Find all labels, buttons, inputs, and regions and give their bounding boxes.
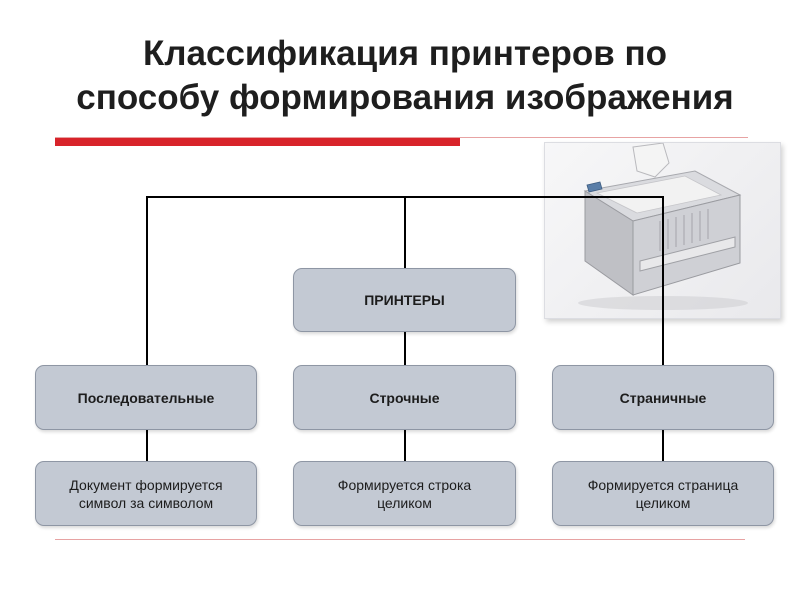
description-line-line-1: Формируется строка — [337, 476, 472, 493]
description-sequential-line-2: символ за символом — [78, 494, 214, 511]
category-sequential: Последовательные — [35, 365, 257, 430]
description-page: Формируется страница целиком — [552, 461, 774, 526]
category-line-label: Строчные — [369, 389, 440, 406]
description-sequential: Документ формируется символ за символом — [35, 461, 257, 526]
title-line-2: способу формирования изображения — [76, 78, 734, 117]
description-sequential-line-1: Документ формируется — [69, 476, 223, 493]
category-page: Страничные — [552, 365, 774, 430]
title-divider-accent — [55, 138, 460, 146]
slide-title: Классификация принтеров по способу форми… — [20, 32, 790, 120]
title-line-1: Классификация принтеров по — [142, 34, 668, 73]
root-node-label: ПРИНТЕРЫ — [364, 292, 445, 308]
category-sequential-label: Последовательные — [77, 389, 215, 406]
description-line-line-2: целиком — [377, 494, 432, 511]
category-line: Строчные — [293, 365, 516, 430]
title-divider-thin — [55, 137, 748, 138]
footer-divider — [55, 539, 745, 540]
description-page-line-2: целиком — [635, 494, 691, 511]
root-node: ПРИНТЕРЫ — [293, 268, 516, 332]
description-line: Формируется строка целиком — [293, 461, 516, 526]
description-page-line-1: Формируется страница — [587, 476, 739, 493]
category-page-label: Страничные — [619, 389, 707, 406]
